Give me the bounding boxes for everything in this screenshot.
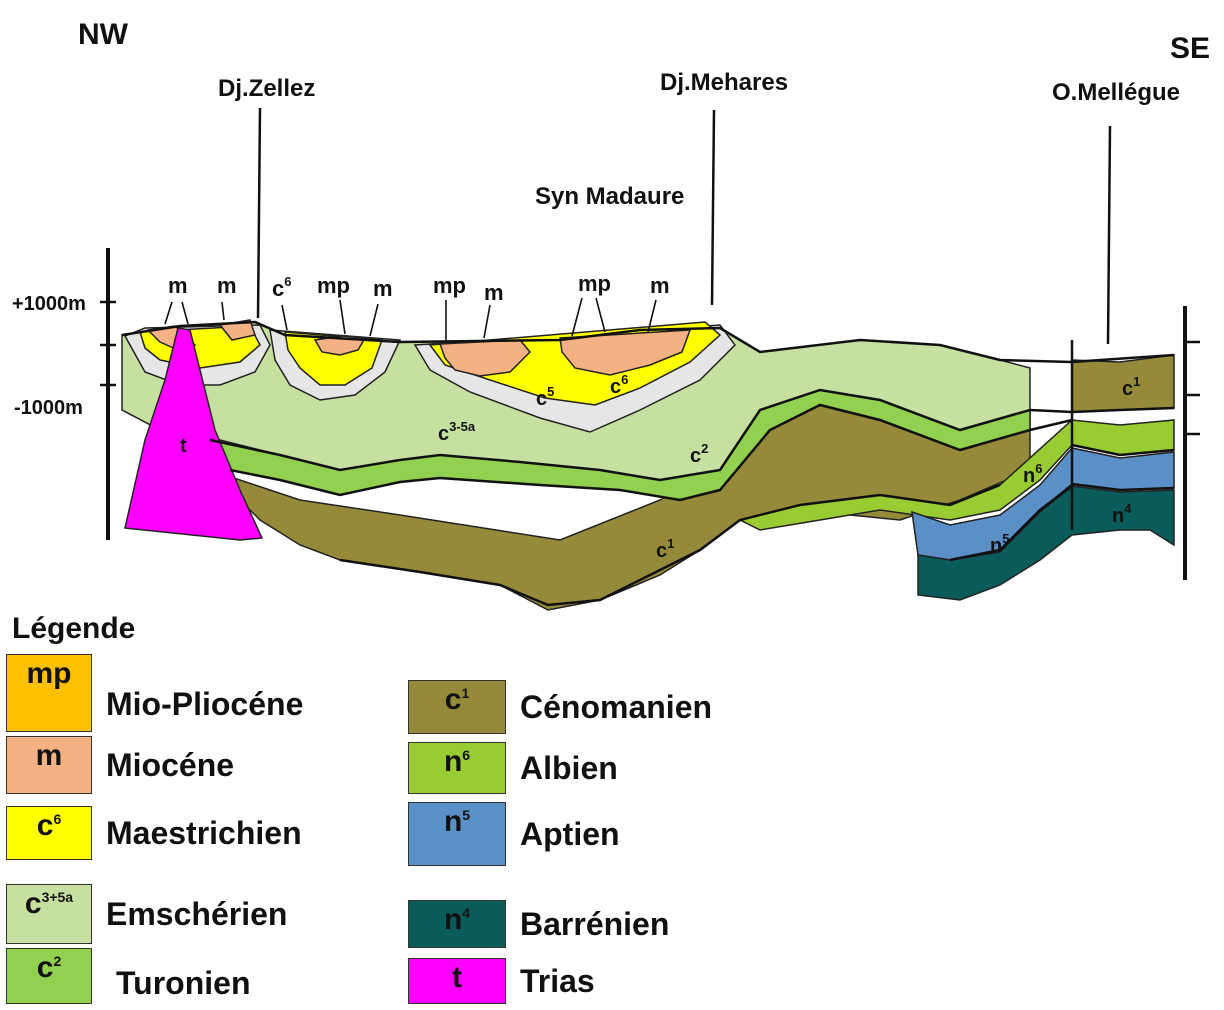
- legend-title: Légende: [12, 612, 135, 646]
- section-label-t: t: [180, 435, 187, 457]
- legend-item-albien: n6 Albien: [408, 742, 618, 794]
- surface-tag-mp-1: mp: [317, 273, 350, 298]
- legend-swatch-n5: n5: [408, 802, 506, 866]
- legend-label-aptien: Aptien: [520, 816, 620, 853]
- legend-item-miocene: m Miocéne: [6, 736, 234, 794]
- legend-swatch-c2: c2: [6, 948, 92, 1004]
- legend-item-mio-pliocene: mp Mio-Pliocéne: [6, 654, 303, 732]
- legend-label-trias: Trias: [520, 963, 595, 1000]
- legend-item-barrenien: n4 Barrénien: [408, 900, 669, 948]
- surface-tag-m-4: m: [484, 280, 504, 305]
- layers: [122, 320, 1174, 610]
- section-label-n6: n6: [1023, 461, 1042, 487]
- surface-tag-m-2: m: [217, 273, 237, 298]
- surface-tag-m-5: m: [650, 273, 670, 298]
- orientation-se-label: SE: [1170, 32, 1210, 65]
- locality-dj-zellez-label: Dj.Zellez: [218, 75, 315, 102]
- scale-lower-label: -1000m: [14, 397, 83, 419]
- legend-swatch-t: t: [408, 958, 506, 1004]
- legend-swatch-n6: n6: [408, 742, 506, 794]
- locality-dj-mehares-pointer: [712, 110, 714, 305]
- legend-swatch-c6: c6: [6, 806, 92, 860]
- legend-swatch-m: m: [6, 736, 92, 794]
- surface-tag-mp-2: mp: [433, 273, 466, 298]
- right-scale: [1185, 306, 1200, 580]
- scale-upper-label: +1000m: [12, 293, 86, 315]
- legend-item-maestrichien: c6 Maestrichien: [6, 806, 302, 860]
- locality-o-mellegue-label: O.Mellégue: [1052, 79, 1180, 106]
- orientation-nw-label: NW: [78, 18, 129, 51]
- legend-item-emscherien: c3+5a Emschérien: [6, 884, 287, 944]
- legend-label-albien: Albien: [520, 750, 618, 787]
- legend-item-trias: t Trias: [408, 958, 595, 1004]
- syncline-label: Syn Madaure: [535, 183, 684, 210]
- surface-tag-m-1: m: [168, 273, 188, 298]
- left-scale: +1000m -1000m: [12, 248, 116, 540]
- legend-swatch-n4: n4: [408, 900, 506, 948]
- legend-swatch-mp: mp: [6, 654, 92, 732]
- legend-label-barrenien: Barrénien: [520, 906, 669, 943]
- legend-label-miocene: Miocéne: [106, 747, 234, 784]
- legend-swatch-c1: c1: [408, 680, 506, 734]
- locality-o-mellegue-pointer: [1108, 126, 1110, 344]
- locality-dj-zellez-pointer: [258, 108, 260, 318]
- legend-item-aptien: n5 Aptien: [408, 802, 620, 866]
- surface-tag-m-3: m: [373, 276, 393, 301]
- legend-label-mio-pliocene: Mio-Pliocéne: [106, 686, 303, 723]
- legend-swatch-c3-5a: c3+5a: [6, 884, 92, 944]
- legend-item-cenomanien: c1 Cénomanien: [408, 680, 712, 734]
- legend-label-turonien: Turonien: [116, 965, 251, 1002]
- legend-label-emscherien: Emschérien: [106, 896, 287, 933]
- legend-label-maestrichien: Maestrichien: [106, 815, 302, 852]
- surface-tag-c6: c6: [272, 274, 291, 301]
- surface-tag-mp-3: mp: [578, 271, 611, 296]
- legend-label-cenomanien: Cénomanien: [520, 689, 712, 726]
- locality-dj-mehares-label: Dj.Mehares: [660, 69, 788, 96]
- legend-item-turonien: c2 Turonien: [6, 948, 251, 1004]
